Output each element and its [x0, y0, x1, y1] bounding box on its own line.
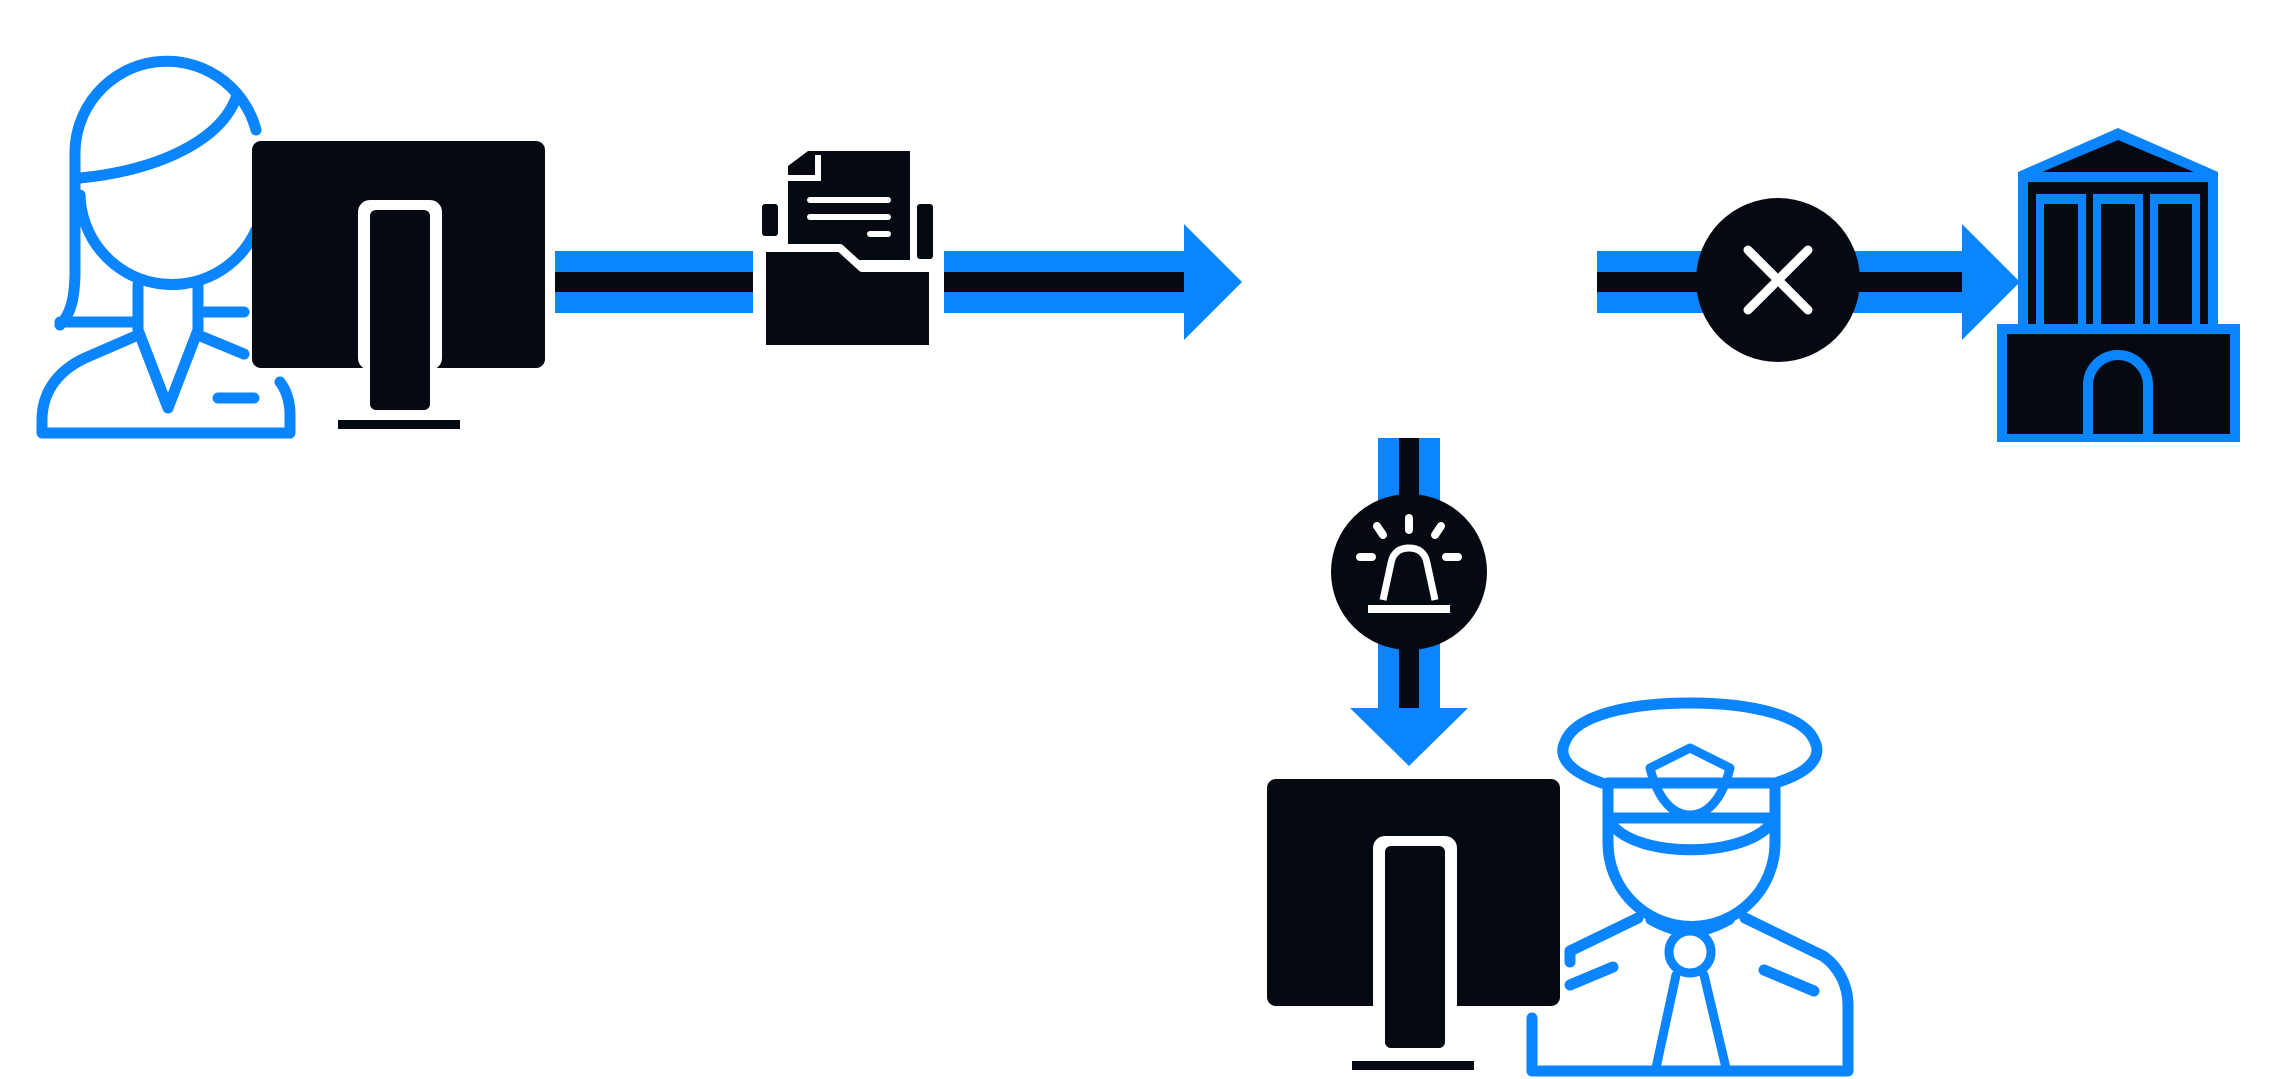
siren-alarm-icon	[1331, 494, 1487, 650]
blocked-x-icon	[1696, 198, 1860, 362]
arrow-files-forward	[944, 224, 1242, 340]
police-officer-icon	[1526, 697, 1854, 1077]
user-monitor	[252, 141, 545, 429]
connector-user-files	[555, 251, 753, 313]
officer-monitor	[1267, 779, 1560, 1070]
bank-building-icon	[1997, 128, 2240, 442]
document-folder-icon	[758, 151, 937, 353]
woman-at-computer-icon	[36, 55, 296, 439]
